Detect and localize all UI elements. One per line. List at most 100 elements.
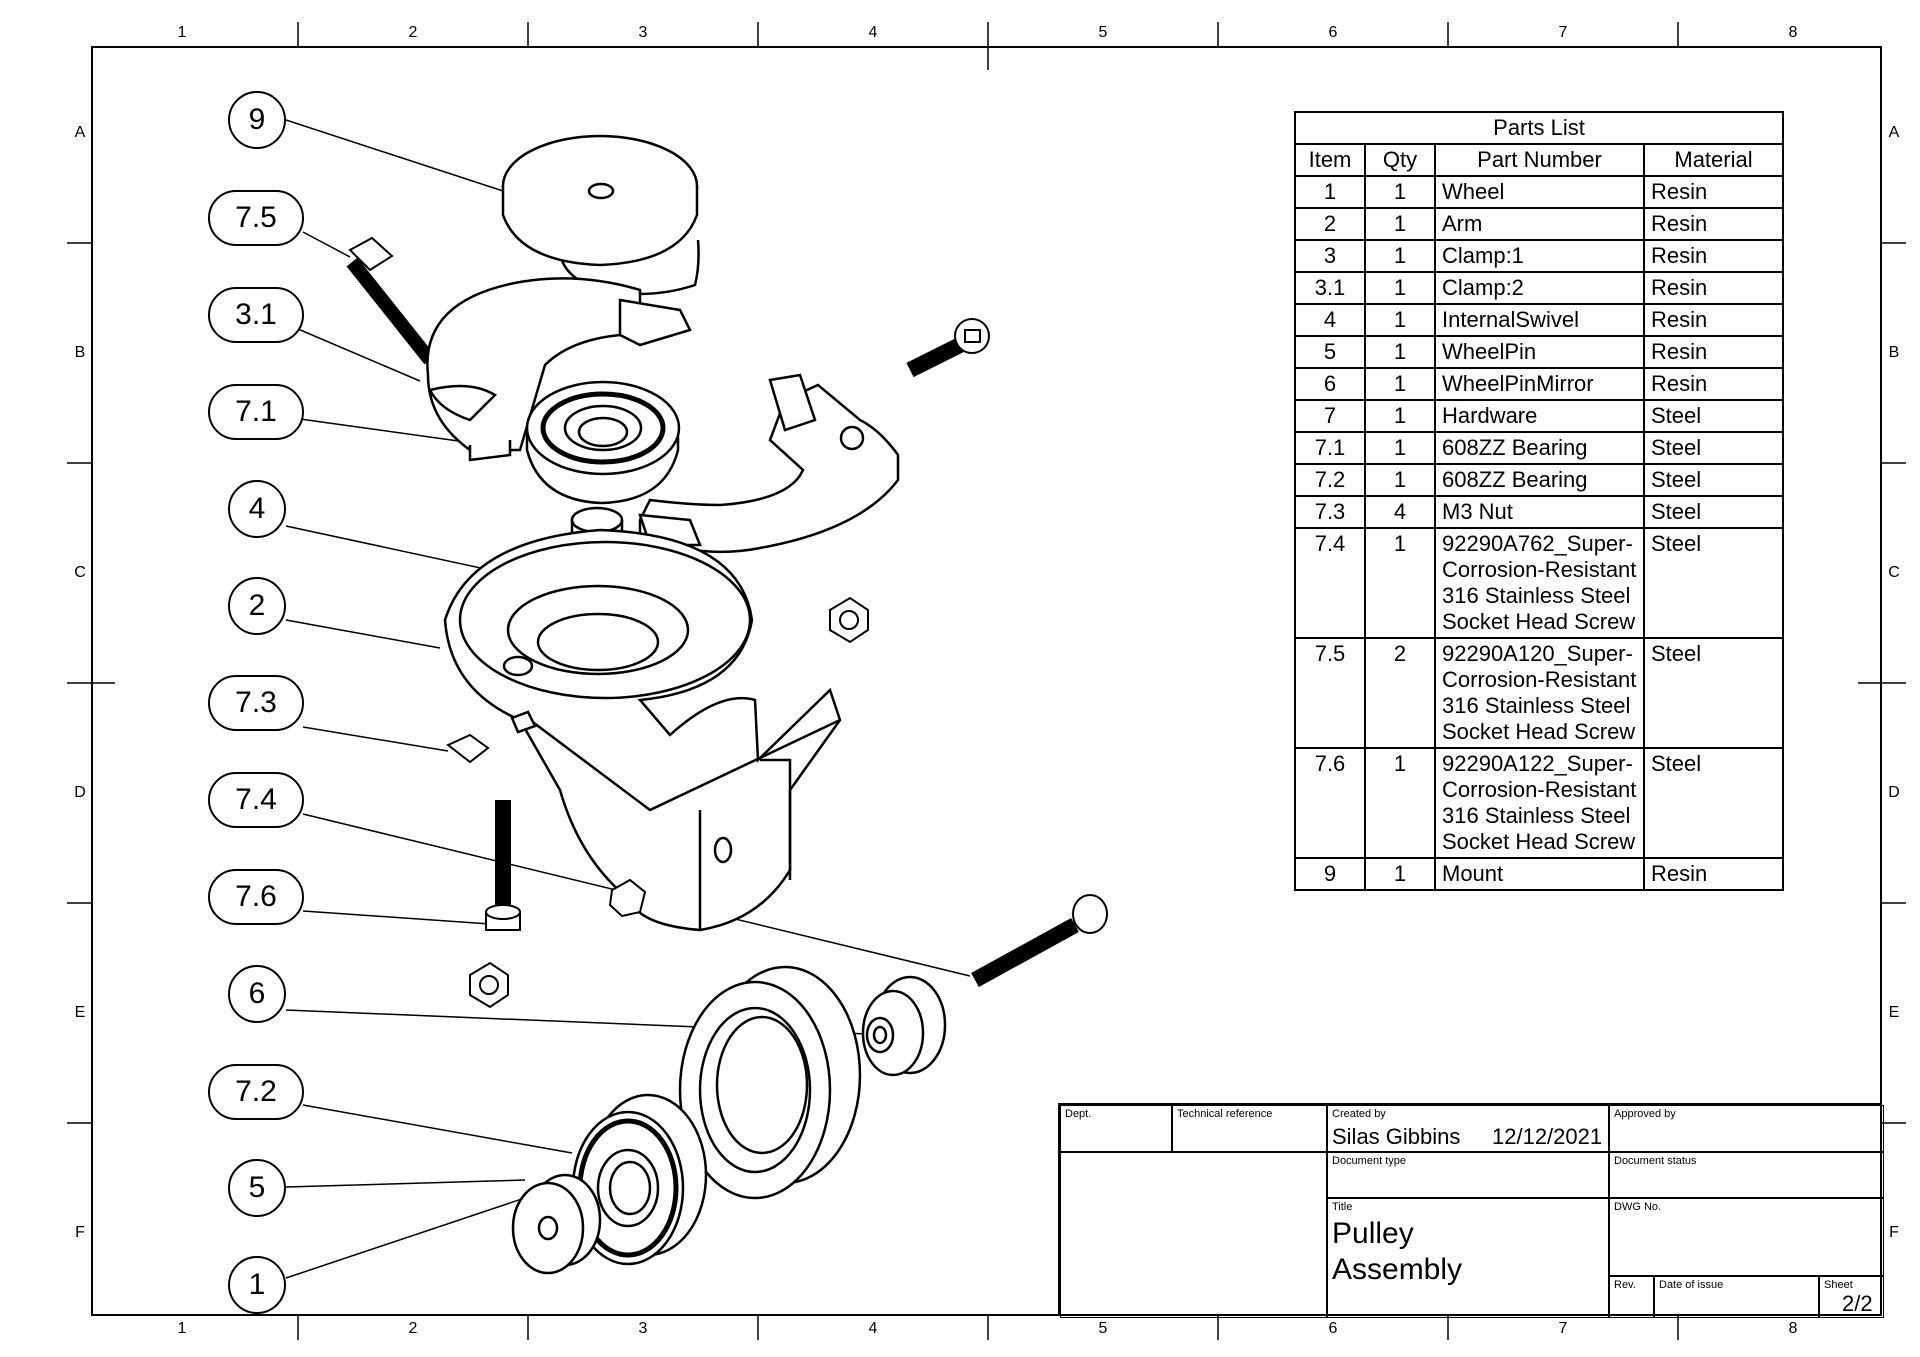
date-issue-label: Date of issue — [1659, 1279, 1724, 1291]
tech-ref-label: Technical reference — [1177, 1108, 1273, 1120]
blank-cell — [1060, 1152, 1327, 1318]
item-cell: 1 — [1294, 175, 1366, 209]
material-cell: Steel — [1643, 637, 1784, 749]
part-wheel — [678, 965, 862, 1200]
part-screw-7-4 — [971, 894, 1108, 988]
zone-col-label: 3 — [638, 24, 648, 41]
col-header-part-number: Part Number — [1434, 143, 1645, 177]
qty-cell: 1 — [1364, 335, 1436, 369]
rev-cell: Rev. — [1609, 1276, 1654, 1318]
item-cell: 7.4 — [1294, 527, 1366, 639]
doc-type-label: Document type — [1332, 1155, 1406, 1167]
created-by-value: Silas Gibbins — [1332, 1124, 1461, 1149]
zone-row-label: C — [74, 564, 86, 581]
part-arm — [443, 528, 842, 932]
item-cell: 7.1 — [1294, 431, 1366, 465]
zone-col-label: 7 — [1558, 1320, 1568, 1337]
part-nut-7-3 — [446, 596, 869, 1009]
zone-row-label: F — [1889, 1224, 1899, 1241]
balloon-6: 6 — [228, 965, 286, 1023]
doc-status-label: Document status — [1614, 1155, 1697, 1167]
qty-cell: 1 — [1364, 303, 1436, 337]
part-wheel-pin — [511, 1173, 602, 1275]
zone-col-label: 1 — [177, 24, 187, 41]
approved-by-cell: Approved by — [1609, 1105, 1884, 1152]
balloon-2: 2 — [228, 577, 286, 635]
col-header-item: Item — [1294, 143, 1366, 177]
doc-status-cell: Document status — [1609, 1152, 1884, 1198]
part-number-cell: 92290A762_Super-Corrosion-Resistant 316 … — [1434, 527, 1645, 639]
zone-col-label: 7 — [1558, 24, 1568, 41]
part-number-cell: 92290A120_Super-Corrosion-Resistant 316 … — [1434, 637, 1645, 749]
tech-ref-cell: Technical reference — [1172, 1105, 1327, 1152]
material-cell: Steel — [1643, 495, 1784, 529]
created-by-cell: Created by Silas Gibbins 12/12/2021 — [1327, 1105, 1609, 1152]
created-date-value: 12/12/2021 — [1492, 1124, 1603, 1149]
drawing-title-line1: Pulley — [1332, 1217, 1414, 1250]
qty-cell: 1 — [1364, 527, 1436, 639]
zone-row-label: D — [1888, 784, 1900, 801]
balloon-5: 5 — [228, 1159, 286, 1217]
part-number-cell: 92290A122_Super-Corrosion-Resistant 316 … — [1434, 747, 1645, 859]
zone-col-label: 8 — [1788, 1320, 1798, 1337]
dwg-no-cell: DWG No. — [1609, 1198, 1884, 1276]
material-cell: Resin — [1643, 271, 1784, 305]
item-cell: 5 — [1294, 335, 1366, 369]
col-header-qty: Qty — [1364, 143, 1436, 177]
drawing-title-line2: Assembly — [1332, 1253, 1463, 1286]
qty-cell: 1 — [1364, 747, 1436, 859]
part-number-cell: Arm — [1434, 207, 1645, 241]
material-cell: Resin — [1643, 335, 1784, 369]
col-header-material: Material — [1643, 143, 1784, 177]
part-screw-top — [906, 318, 990, 378]
material-cell: Resin — [1643, 367, 1784, 401]
part-number-cell: Mount — [1434, 857, 1645, 891]
sheet-label: Sheet — [1824, 1279, 1853, 1291]
qty-cell: 1 — [1364, 463, 1436, 497]
part-number-cell: InternalSwivel — [1434, 303, 1645, 337]
zone-row-label: E — [74, 1004, 86, 1021]
item-cell: 9 — [1294, 857, 1366, 891]
dwg-no-label: DWG No. — [1614, 1201, 1662, 1213]
item-cell: 3.1 — [1294, 271, 1366, 305]
approved-by-label: Approved by — [1614, 1108, 1676, 1120]
zone-col-label: 5 — [1098, 24, 1108, 41]
zone-row-label: A — [74, 124, 86, 141]
material-cell: Resin — [1643, 303, 1784, 337]
part-number-cell: Wheel — [1434, 175, 1645, 209]
zone-row-label: B — [74, 344, 86, 361]
zone-col-label: 6 — [1328, 24, 1338, 41]
qty-cell: 1 — [1364, 857, 1436, 891]
qty-cell: 1 — [1364, 175, 1436, 209]
item-cell: 2 — [1294, 207, 1366, 241]
balloon-1: 1 — [228, 1256, 286, 1314]
material-cell: Steel — [1643, 431, 1784, 465]
part-bearing-7-1 — [525, 380, 681, 505]
part-wheel-pin-mirror — [861, 975, 947, 1077]
title-cell: Title Pulley Assembly — [1327, 1198, 1609, 1318]
zone-row-label: E — [1888, 1004, 1900, 1021]
zone-col-label: 4 — [868, 24, 878, 41]
zone-col-label: 5 — [1098, 1320, 1108, 1337]
part-screw-7-6 — [485, 800, 521, 931]
zone-row-label: C — [1888, 564, 1900, 581]
material-cell: Steel — [1643, 527, 1784, 639]
drawing-border — [91, 46, 1882, 1316]
part-screw-7-5 — [346, 236, 436, 365]
material-cell: Resin — [1643, 175, 1784, 209]
part-number-cell: Hardware — [1434, 399, 1645, 433]
zone-col-label: 1 — [177, 1320, 187, 1337]
part-mount — [501, 134, 700, 296]
sheet-value: 2/2 — [1842, 1291, 1873, 1316]
zone-col-label: 3 — [638, 1320, 648, 1337]
